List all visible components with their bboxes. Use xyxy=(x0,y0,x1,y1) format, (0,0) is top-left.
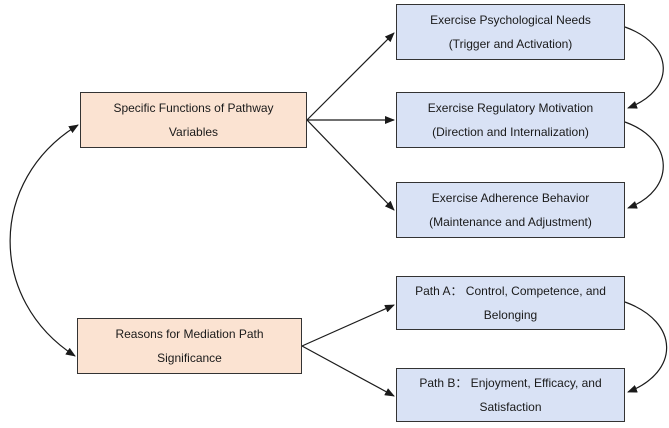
node-reg-motivation-line1: Exercise Regulatory Motivation xyxy=(427,101,594,115)
node-adherence-line2: (Maintenance and Adjustment) xyxy=(429,215,592,229)
curve-psych-needs-to-reg-motivation xyxy=(624,26,664,109)
node-reg-motivation: Exercise Regulatory Motivation (Directio… xyxy=(396,92,625,148)
node-specific-functions: Specific Functions of Pathway Variables xyxy=(80,92,307,148)
arrow-functions-to-adherence xyxy=(306,119,395,211)
curve-functions-mediation-link xyxy=(9,124,79,357)
node-specific-functions-line1: Specific Functions of Pathway xyxy=(113,101,274,115)
arrow-mediation-to-path-a xyxy=(301,304,395,347)
node-path-a-line2: Belonging xyxy=(483,308,538,322)
node-reg-motivation-line2: (Direction and Internalization) xyxy=(432,125,589,139)
node-psych-needs: Exercise Psychological Needs (Trigger an… xyxy=(396,4,625,60)
node-mediation-reasons-line1: Reasons for Mediation Path xyxy=(115,327,264,341)
node-path-a: Path A： Control, Competence, and Belongi… xyxy=(396,276,625,330)
node-adherence-line1: Exercise Adherence Behavior xyxy=(431,191,590,205)
node-path-b-line1: Path B： Enjoyment, Efficacy, and xyxy=(419,376,602,390)
node-psych-needs-line1: Exercise Psychological Needs xyxy=(430,13,591,27)
arrow-functions-to-psych-needs xyxy=(306,32,395,121)
node-path-b-line2: Satisfaction xyxy=(479,400,542,414)
arrow-mediation-to-path-b xyxy=(301,345,395,397)
curve-path-a-to-path-b xyxy=(624,301,668,393)
node-specific-functions-line2: Variables xyxy=(168,125,219,139)
node-path-b: Path B： Enjoyment, Efficacy, and Satisfa… xyxy=(396,368,625,422)
curve-reg-motivation-to-adherence xyxy=(624,121,664,209)
node-psych-needs-line2: (Trigger and Activation) xyxy=(448,37,573,51)
node-mediation-reasons-line2: Significance xyxy=(157,351,222,365)
node-path-a-line1: Path A： Control, Competence, and xyxy=(415,284,606,298)
node-mediation-reasons: Reasons for Mediation Path Significance xyxy=(77,318,302,374)
node-adherence: Exercise Adherence Behavior (Maintenance… xyxy=(396,182,625,238)
